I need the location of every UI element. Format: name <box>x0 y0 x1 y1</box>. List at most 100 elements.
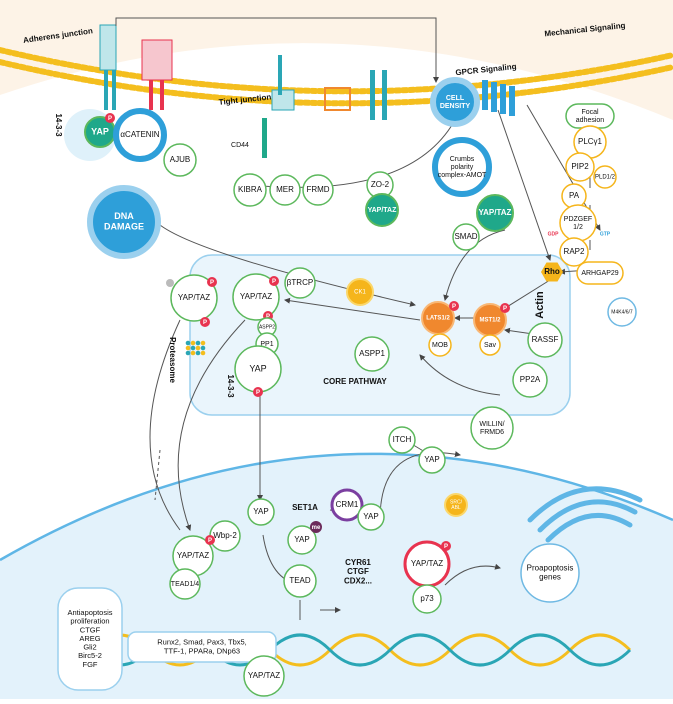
yap-top-p-text: P <box>108 116 112 122</box>
svg-text:14-3-3: 14-3-3 <box>226 374 235 398</box>
svg-text:Antiapoptosis: Antiapoptosis <box>67 608 112 617</box>
yaptaz-mid-p2-text: P <box>266 314 270 320</box>
mst-p: P <box>500 303 510 313</box>
willin-node: WILLIN/FRMD6 <box>470 406 514 450</box>
svg-text:PDZGEF: PDZGEF <box>564 216 592 223</box>
kibra-node-label: KIBRA <box>238 185 263 194</box>
gpcr-signaling-label: GPCR Signaling <box>455 62 517 77</box>
rassf-node: RASSF <box>527 322 563 358</box>
runx2-box: Runx2, Smad, Pax3, Tbx5,TTF-1, PPARa, DN… <box>127 631 277 663</box>
cyr61-list: CYR61CTGFCDX2... <box>344 558 372 585</box>
yaptaz-p73-node-label: YAP/TAZ <box>411 559 443 568</box>
svg-text:Proapoptosis: Proapoptosis <box>527 564 574 573</box>
willin-node-label: WILLIN/FRMD6 <box>479 421 504 436</box>
svg-text:RASSF: RASSF <box>532 335 559 344</box>
p73-node-label: p73 <box>420 594 434 603</box>
svg-text:YAP/TAZ: YAP/TAZ <box>178 293 210 302</box>
svg-text:P: P <box>108 116 112 122</box>
ajub-node-label: AJUB <box>170 155 190 164</box>
svg-text:AJUB: AJUB <box>170 155 190 164</box>
svg-text:Sav: Sav <box>484 342 497 349</box>
svg-text:YAP/TAZ: YAP/TAZ <box>240 292 272 301</box>
svg-text:1/2: 1/2 <box>573 224 583 231</box>
yap-nuc1-node-label: YAP <box>253 507 268 516</box>
rassf-node-label: RASSF <box>532 335 559 344</box>
svg-text:CD44: CD44 <box>231 142 249 149</box>
sav-node-label: Sav <box>484 342 497 349</box>
svg-text:M4K4/6/7: M4K4/6/7 <box>611 309 633 315</box>
yaptaz-mid-node-label: YAP/TAZ <box>240 292 272 301</box>
endoplasmic-reticulum <box>527 486 643 543</box>
svg-text:CTGF: CTGF <box>347 567 369 576</box>
yaptaz-left-p2-text: P <box>203 320 207 326</box>
svg-text:Wbp-2: Wbp-2 <box>213 531 237 540</box>
antiapoptosis-list: AntiapoptosisproliferationCTGFAREGGli2Bi… <box>67 608 112 669</box>
pld12-node: PLD1/2 <box>593 165 617 189</box>
svg-text:ITCH: ITCH <box>393 435 412 444</box>
svg-text:MOB: MOB <box>432 342 448 349</box>
svg-text:YAP/TAZ: YAP/TAZ <box>177 551 209 560</box>
actin-label: Actin <box>534 291 546 319</box>
svg-text:CYR61: CYR61 <box>345 558 371 567</box>
svg-text:CTGF: CTGF <box>80 625 101 634</box>
tight-junction-label: Tight junction <box>218 92 271 106</box>
wbp2-node: Wbp-2 <box>209 520 241 552</box>
svg-text:DENSITY: DENSITY <box>440 103 471 110</box>
yap-core-p-text: P <box>256 390 260 396</box>
yaptaz-left-node: YAP/TAZ <box>170 274 218 322</box>
rap2-node: RAP2 <box>559 237 589 267</box>
svg-text:Proteasome: Proteasome <box>168 337 177 383</box>
svg-text:genes: genes <box>539 573 561 582</box>
membrane-inner <box>0 59 673 107</box>
yap-itch-node: YAP <box>418 446 446 474</box>
svg-text:DAMAGE: DAMAGE <box>104 222 144 232</box>
lats-p-text: P <box>452 304 456 310</box>
fourteen33-top-label: 14-3-3 <box>54 113 63 137</box>
svg-text:CDX2...: CDX2... <box>344 576 372 585</box>
svg-text:Gli2: Gli2 <box>83 643 96 652</box>
mob-node-label: MOB <box>432 342 448 349</box>
frmd-node-label: FRMD <box>306 185 329 194</box>
yaptaz-left-p-text: P <box>210 280 214 286</box>
tead14-node-label: TEAD1/4 <box>171 581 200 588</box>
itch-node: ITCH <box>388 426 416 454</box>
yaptaz-p73-node: YAP/TAZ <box>403 540 451 588</box>
arhgap29-node: ARHGAP29 <box>576 261 624 285</box>
yap-crm1-node: YAP <box>357 503 385 531</box>
svg-text:PLCγ1: PLCγ1 <box>578 137 603 146</box>
pa-node: PA <box>561 183 587 209</box>
gpcr-receptor <box>482 80 515 116</box>
svg-text:ABL: ABL <box>451 505 461 511</box>
svg-text:CK1: CK1 <box>354 290 366 296</box>
dna-strand-1 <box>88 633 632 667</box>
svg-text:CORE PATHWAY: CORE PATHWAY <box>323 377 387 386</box>
crm1-node-label: CRM1 <box>336 500 359 509</box>
yaptaz-crumbs-node: YAP/TAZ <box>476 194 514 232</box>
wbp2-node-label: Wbp-2 <box>213 531 237 540</box>
svg-text:GDP: GDP <box>548 231 560 237</box>
rho-label: Rho <box>544 267 560 276</box>
svg-text:YAP: YAP <box>424 455 439 464</box>
yap-top-node-label: YAP <box>91 126 109 136</box>
yap-crm1-node-label: YAP <box>363 512 378 521</box>
svg-text:CELL: CELL <box>446 95 465 102</box>
svg-text:P: P <box>208 538 212 544</box>
tead-node: TEAD <box>283 564 317 598</box>
mst-node-label: MST1/2 <box>479 318 501 324</box>
kibra-node: KIBRA <box>233 173 267 207</box>
svg-text:CRM1: CRM1 <box>336 500 359 509</box>
svg-text:PP1: PP1 <box>260 341 273 348</box>
svg-text:proliferation: proliferation <box>70 617 109 626</box>
svg-text:FRMD6: FRMD6 <box>480 429 504 436</box>
svg-text:YAP: YAP <box>91 126 109 136</box>
svg-text:Runx2, Smad, Pax3, Tbx5,: Runx2, Smad, Pax3, Tbx5, <box>157 638 247 647</box>
antiapoptosis-box: AntiapoptosisproliferationCTGFAREGGli2Bi… <box>57 587 123 691</box>
adherens-junction-proteins <box>99 24 173 110</box>
svg-text:P: P <box>503 306 507 312</box>
yaptaz-mid-p: P <box>269 276 279 286</box>
svg-text:ZO-2: ZO-2 <box>371 180 390 189</box>
svg-text:YAP/TAZ: YAP/TAZ <box>479 208 512 217</box>
